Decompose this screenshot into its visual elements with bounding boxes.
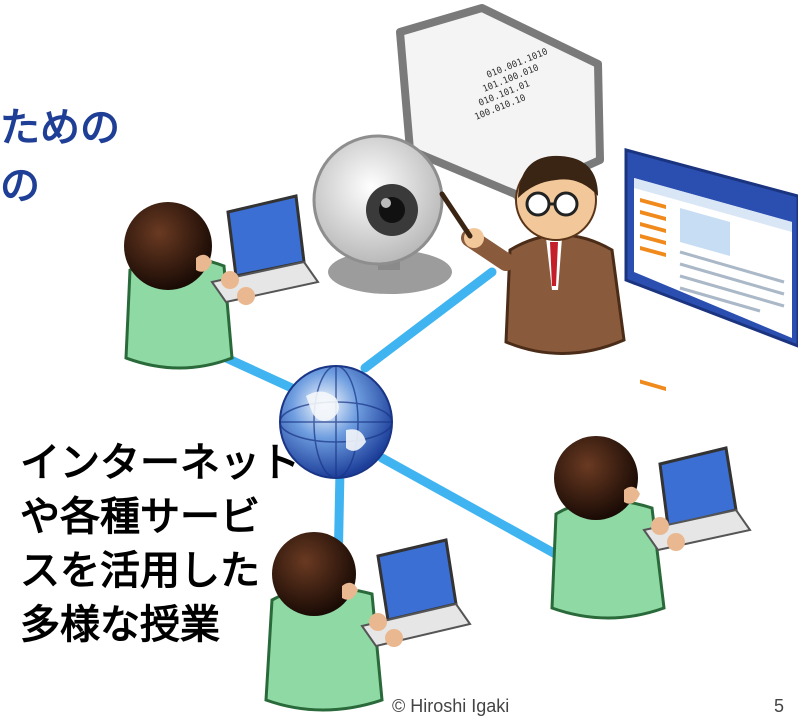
student-icon	[550, 436, 752, 620]
student-icon	[264, 532, 472, 712]
caption-line: 多様な授業	[20, 602, 220, 648]
webcam-icon	[312, 134, 452, 294]
copyright: © Hiroshi Igaki	[392, 696, 510, 716]
title-fragment-2: の	[0, 163, 40, 209]
globe-icon	[279, 365, 393, 479]
caption-line: スを活用した	[20, 548, 260, 594]
caption: インターネット や各種サービ スを活用した 多様な授業	[20, 436, 300, 652]
browser-window-icon	[624, 148, 798, 391]
title-fragment-1: ための	[0, 105, 120, 151]
caption-line: インターネット	[20, 440, 300, 486]
teacher-icon	[439, 155, 626, 355]
caption-line: や各種サービ	[20, 494, 260, 540]
page-number: 5	[774, 696, 785, 716]
student-icon	[124, 194, 320, 370]
